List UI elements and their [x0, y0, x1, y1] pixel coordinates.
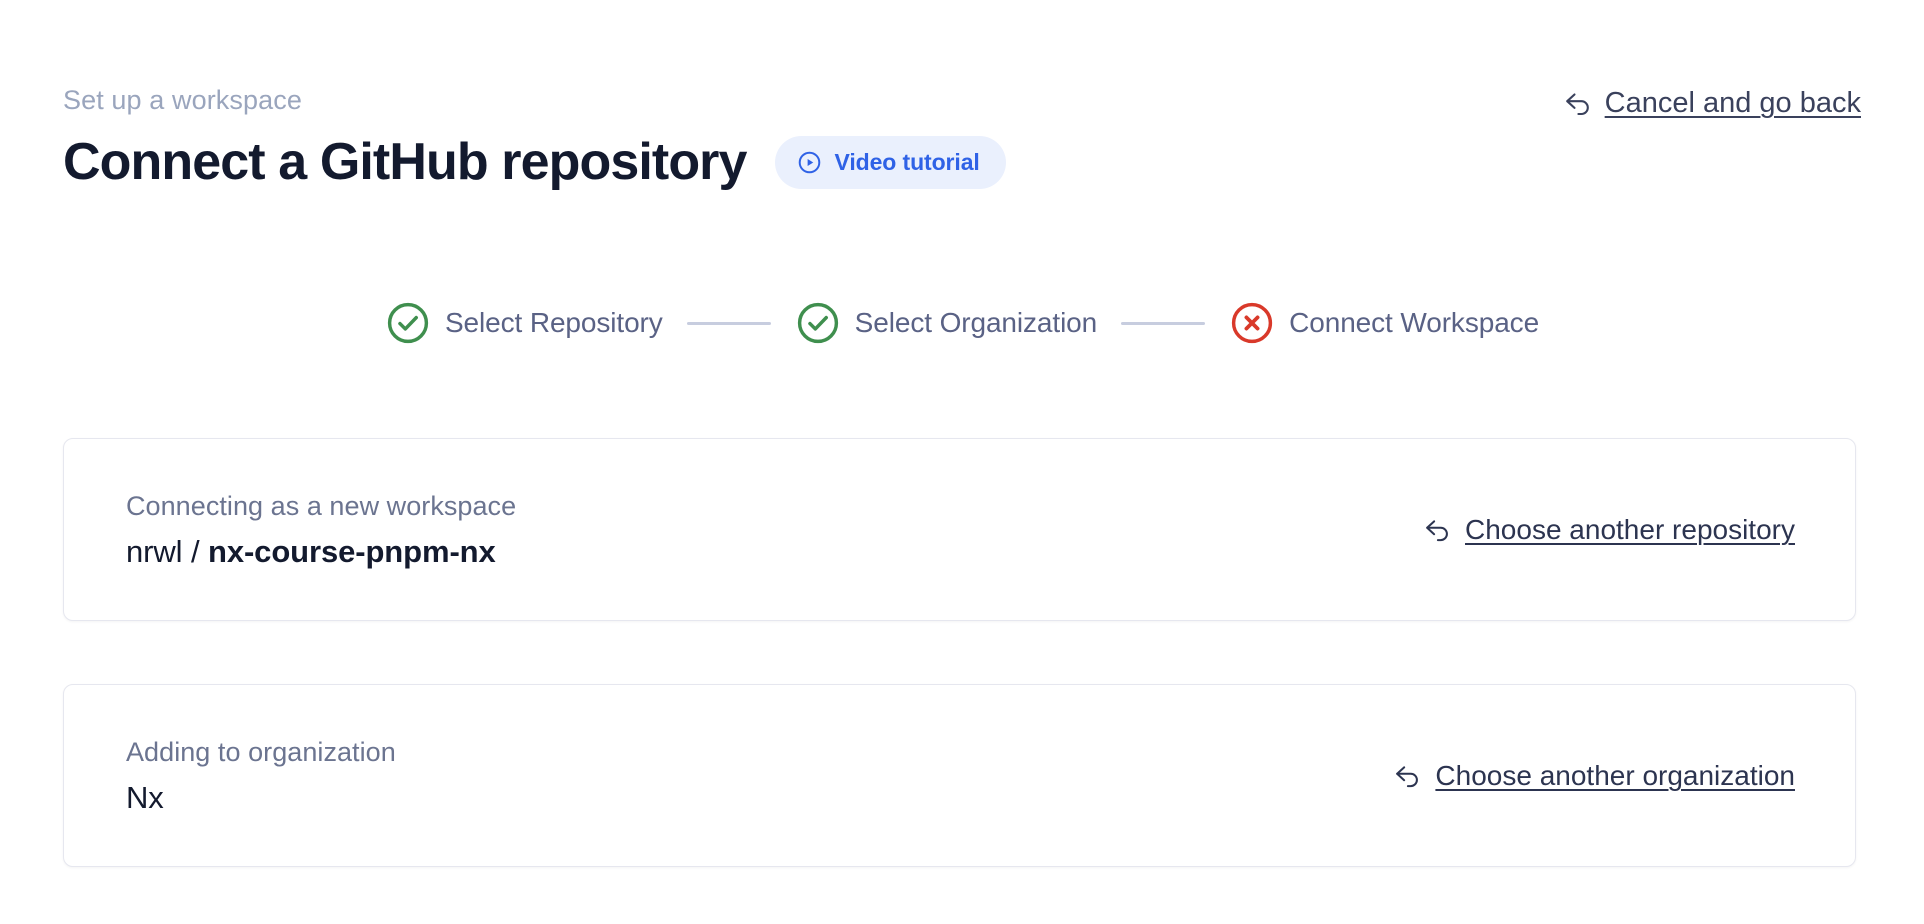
stepper-step-select-repository[interactable]: Select Repository	[385, 300, 663, 346]
organization-card-caption: Adding to organization	[126, 736, 396, 767]
stepper-step-select-organization[interactable]: Select Organization	[795, 300, 1097, 346]
cancel-and-go-back-link[interactable]: Cancel and go back	[1563, 86, 1861, 120]
choose-another-repository-link[interactable]: Choose another repository	[1423, 513, 1795, 546]
play-circle-icon	[797, 150, 822, 175]
organization-card: Adding to organization Nx Choose another…	[63, 684, 1856, 867]
stepper-label-select-repository: Select Repository	[444, 307, 663, 338]
organization-name: Nx	[126, 779, 164, 815]
choose-another-organization-link[interactable]: Choose another organization	[1393, 759, 1795, 792]
repository-card-caption: Connecting as a new workspace	[126, 490, 517, 521]
title-row: Connect a GitHub repository Video tutori…	[63, 132, 1861, 192]
page-title: Connect a GitHub repository	[63, 133, 747, 191]
stepper-label-connect-workspace: Connect Workspace	[1289, 307, 1540, 338]
organization-card-value: Nx	[126, 780, 396, 816]
check-circle-icon	[385, 300, 431, 346]
video-tutorial-label: Video tutorial	[834, 148, 980, 175]
stepper-connector-1	[686, 321, 771, 325]
repository-card-value: nrwl / nx-course-pnpm-nx	[126, 534, 516, 570]
check-circle-icon	[795, 300, 841, 346]
choose-another-organization-label: Choose another organization	[1435, 760, 1795, 791]
repository-card-text: Connecting as a new workspace nrwl / nx-…	[126, 490, 516, 570]
repository-card: Connecting as a new workspace nrwl / nx-…	[63, 438, 1856, 621]
organization-card-inner: Adding to organization Nx Choose another…	[64, 685, 1855, 866]
repository-card-inner: Connecting as a new workspace nrwl / nx-…	[64, 439, 1855, 620]
organization-card-text: Adding to organization Nx	[126, 736, 396, 816]
back-arrow-icon	[1393, 763, 1422, 788]
page-header: Set up a workspace Connect a GitHub repo…	[63, 84, 1861, 192]
repository-owner: nrwl /	[126, 533, 208, 569]
stepper-label-select-organization: Select Organization	[854, 307, 1098, 338]
stepper-step-connect-workspace[interactable]: Connect Workspace	[1229, 300, 1539, 346]
video-tutorial-button[interactable]: Video tutorial	[774, 135, 1006, 189]
page-eyebrow: Set up a workspace	[63, 85, 302, 115]
stepper-connector-2	[1121, 321, 1206, 325]
repository-name: nx-course-pnpm-nx	[207, 533, 496, 569]
x-circle-icon	[1229, 300, 1275, 346]
back-arrow-icon	[1423, 517, 1452, 542]
choose-another-repository-label: Choose another repository	[1465, 514, 1795, 545]
progress-stepper: Select Repository Select Organization Co…	[0, 300, 1924, 346]
cancel-and-go-back-label: Cancel and go back	[1604, 87, 1861, 119]
back-arrow-icon	[1563, 90, 1593, 116]
